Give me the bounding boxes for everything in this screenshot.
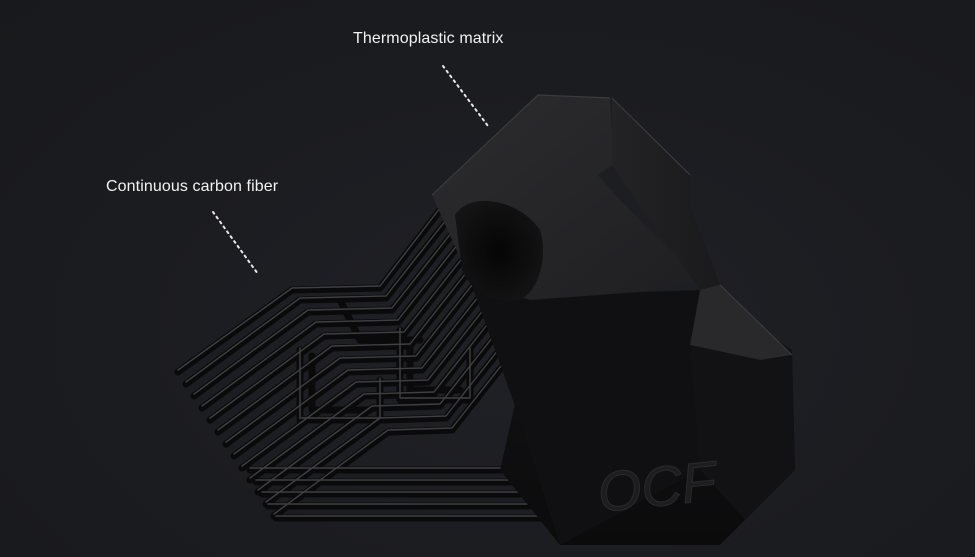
leader-lines (212, 65, 489, 275)
ocf-engraving: OCF (595, 449, 722, 524)
thermoplastic-matrix-label: Thermoplastic matrix (353, 30, 504, 47)
matrix-leader-line (442, 65, 489, 127)
fiber-leader-line (212, 211, 259, 275)
carbon-fiber-strands (174, 201, 560, 522)
thermoplastic-block: OCF (431, 94, 795, 545)
continuous-carbon-fiber-label: Continuous carbon fiber (106, 178, 279, 195)
